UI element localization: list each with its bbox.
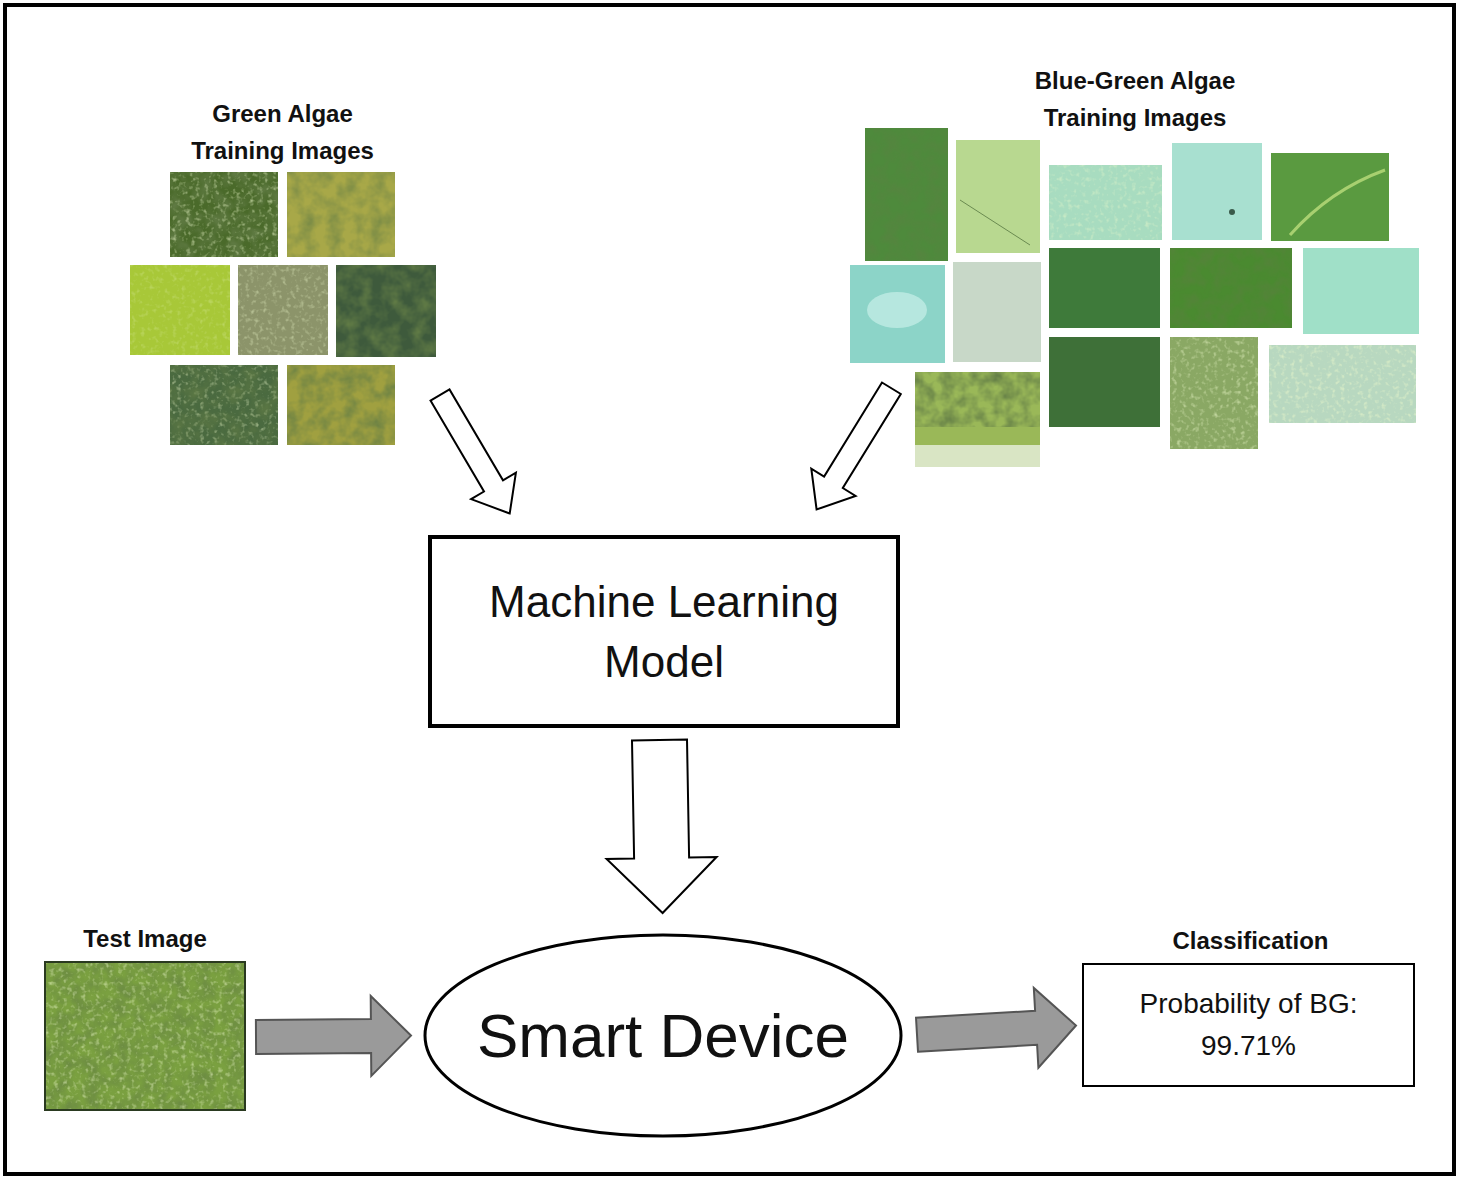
block-arrow bbox=[607, 740, 717, 914]
image-group: Green Algae Training Images bbox=[125, 95, 440, 450]
device-label: Smart Device bbox=[477, 1001, 849, 1071]
arrow-shape bbox=[431, 389, 516, 513]
result-frame: Probability of BG: 99.71% bbox=[1082, 963, 1415, 1087]
blue-green-algae-tiles bbox=[850, 128, 1419, 467]
result-heading: Classification bbox=[1131, 922, 1371, 959]
process-box: Machine Learning Model bbox=[428, 535, 900, 728]
arrow-shape bbox=[916, 988, 1076, 1068]
block-arrow bbox=[811, 383, 901, 510]
outer-frame bbox=[5, 5, 1454, 1174]
result-box: ClassificationProbability of BG: 99.71% bbox=[1082, 922, 1415, 1087]
ellipse-shape bbox=[425, 935, 901, 1136]
test-image-tile bbox=[45, 962, 245, 1110]
result-text: Probability of BG: 99.71% bbox=[1119, 983, 1379, 1067]
block-arrow bbox=[916, 988, 1076, 1068]
group-heading: Blue-Green Algae Training Images bbox=[1010, 62, 1260, 136]
green-algae-tiles bbox=[130, 172, 436, 445]
process-label: Machine Learning Model bbox=[474, 572, 854, 692]
image-group: Blue-Green Algae Training Images bbox=[845, 62, 1425, 475]
arrow-shape bbox=[256, 996, 411, 1076]
group-heading: Test Image bbox=[45, 920, 245, 957]
block-arrow bbox=[256, 996, 411, 1076]
arrow-shape bbox=[607, 740, 717, 914]
device-ellipse: Smart Device bbox=[423, 933, 903, 1138]
block-arrow bbox=[431, 389, 516, 513]
group-heading: Green Algae Training Images bbox=[178, 95, 388, 169]
arrow-shape bbox=[811, 383, 901, 510]
image-node: Test Image bbox=[40, 920, 250, 1115]
